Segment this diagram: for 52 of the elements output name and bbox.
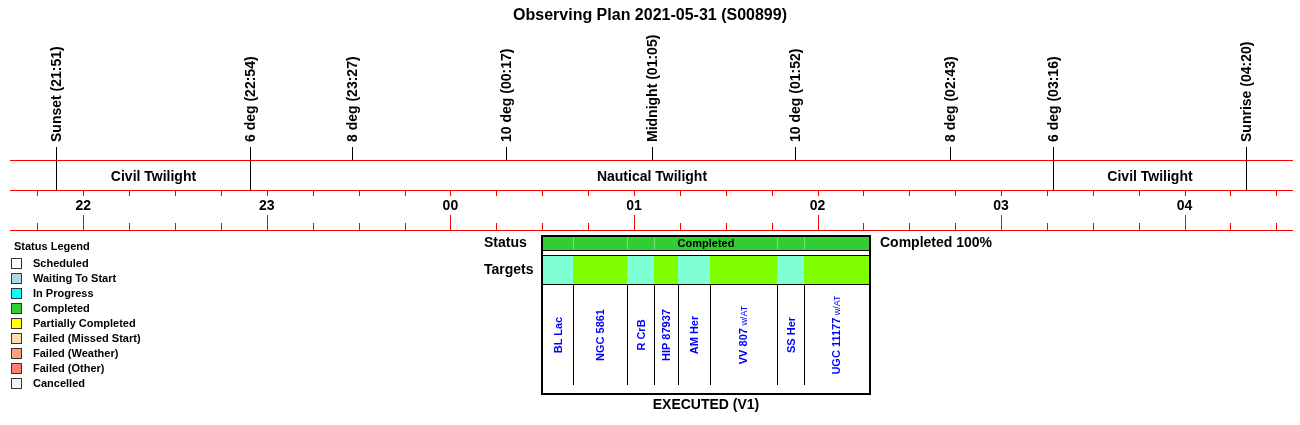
event-time-label: 10 deg (00:17) (498, 48, 514, 142)
event-time-label: 10 deg (01:52) (787, 48, 803, 142)
execution-panel (541, 235, 871, 413)
hour-label: 03 (993, 197, 1009, 213)
legend-title: Status Legend (14, 239, 90, 253)
event-time-label: Sunset (21:51) (48, 46, 64, 142)
band-label: Nautical Twilight (596, 167, 708, 184)
legend-label: Waiting To Start (33, 271, 117, 285)
status-bar (543, 237, 869, 251)
legend-label: Failed (Weather) (33, 346, 119, 360)
legend-label: Completed (33, 301, 90, 315)
target-column (710, 255, 777, 385)
target-column (678, 255, 710, 385)
hour-label: 22 (75, 197, 92, 213)
event-time-label: Sunrise (04:20) (1238, 41, 1254, 142)
target-name: SS Her (784, 316, 797, 354)
event-time-label: 8 deg (02:43) (942, 56, 958, 142)
target-column (573, 255, 627, 385)
target-column (804, 255, 869, 385)
diagram-title: Observing Plan 2021-05-31 (S00899) (513, 6, 787, 24)
hour-label: 04 (1176, 197, 1193, 213)
legend-label: Scheduled (33, 256, 89, 270)
band-label: Civil Twilight (1107, 167, 1193, 184)
hour-label: 01 (626, 197, 642, 213)
target-name: BL Lac (551, 316, 565, 354)
row-label: Targets (484, 261, 534, 277)
target-name: NGC 5861 (593, 309, 607, 361)
target-name: R CrB (634, 319, 647, 351)
hour-label: 00 (442, 197, 459, 213)
event-time-label: 6 deg (22:54) (242, 56, 258, 142)
target-column (654, 255, 678, 385)
target-column (627, 255, 654, 385)
completion-label: Completed 100% (880, 234, 993, 250)
target-name: HIP 87937 (659, 309, 673, 361)
legend-label: In Progress (33, 286, 94, 300)
panel-heading: EXECUTED (V1) (652, 396, 760, 413)
event-time-label: Midnight (01:05) (644, 34, 660, 142)
status-text: Completed (677, 237, 735, 250)
hour-label: 02 (809, 197, 826, 213)
legend-label: Failed (Missed Start) (33, 331, 141, 345)
target-name: AM Her (687, 315, 701, 355)
target-name: VV 807 w/AT (736, 305, 750, 365)
band-label: Civil Twilight (110, 167, 197, 184)
legend-label: Partially Completed (33, 316, 136, 330)
target-column (777, 255, 804, 385)
target-name: UGC 11177 w/AT (829, 295, 843, 375)
row-label: Status (484, 234, 527, 250)
hour-label: 23 (259, 197, 275, 213)
legend-label: Failed (Other) (33, 362, 105, 375)
event-time-label: 6 deg (03:16) (1045, 56, 1061, 142)
event-time-label: 8 deg (23:27) (344, 56, 360, 142)
legend-label: Cancelled (33, 377, 85, 391)
